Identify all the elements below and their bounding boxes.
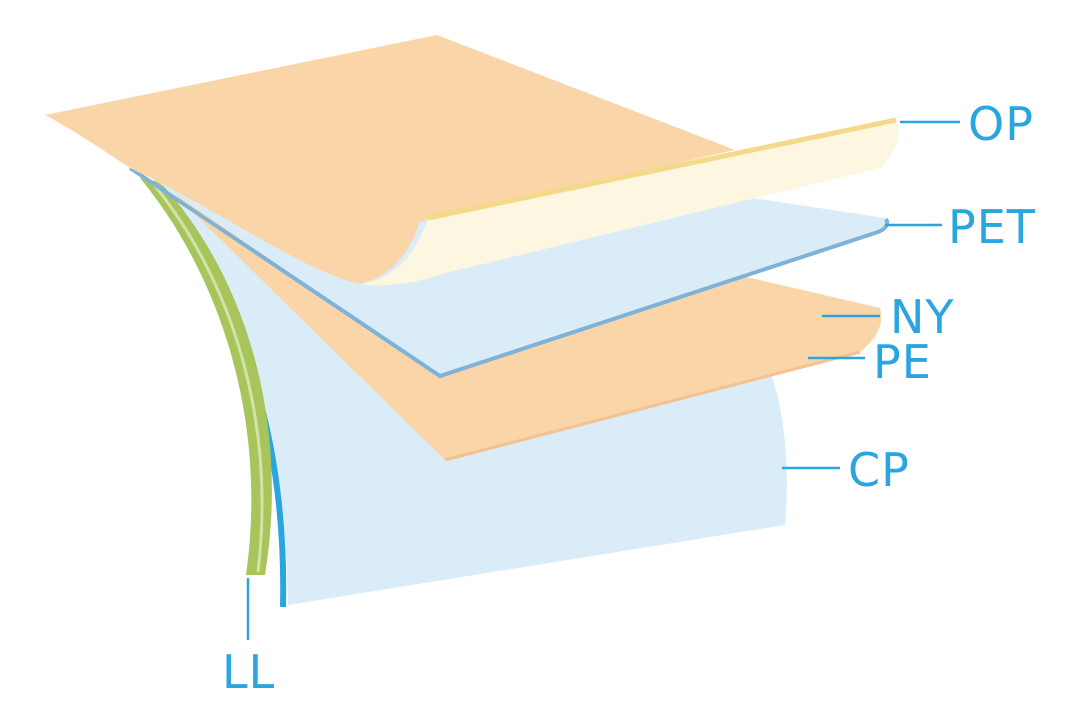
label-ll: LL (222, 645, 275, 699)
label-ny: NY (890, 290, 955, 344)
layer-ll-edge (148, 179, 264, 573)
label-pe: PE (873, 335, 932, 389)
layer-pet-edge (128, 166, 890, 379)
label-op: OP (968, 97, 1034, 151)
layer-op-sheet (45, 35, 735, 284)
label-cp: CP (848, 443, 910, 497)
layer-op-curl (360, 120, 899, 286)
layer-pe-edge (444, 350, 861, 462)
label-pet: PET (948, 200, 1036, 254)
layer-op-edge (427, 117, 897, 221)
